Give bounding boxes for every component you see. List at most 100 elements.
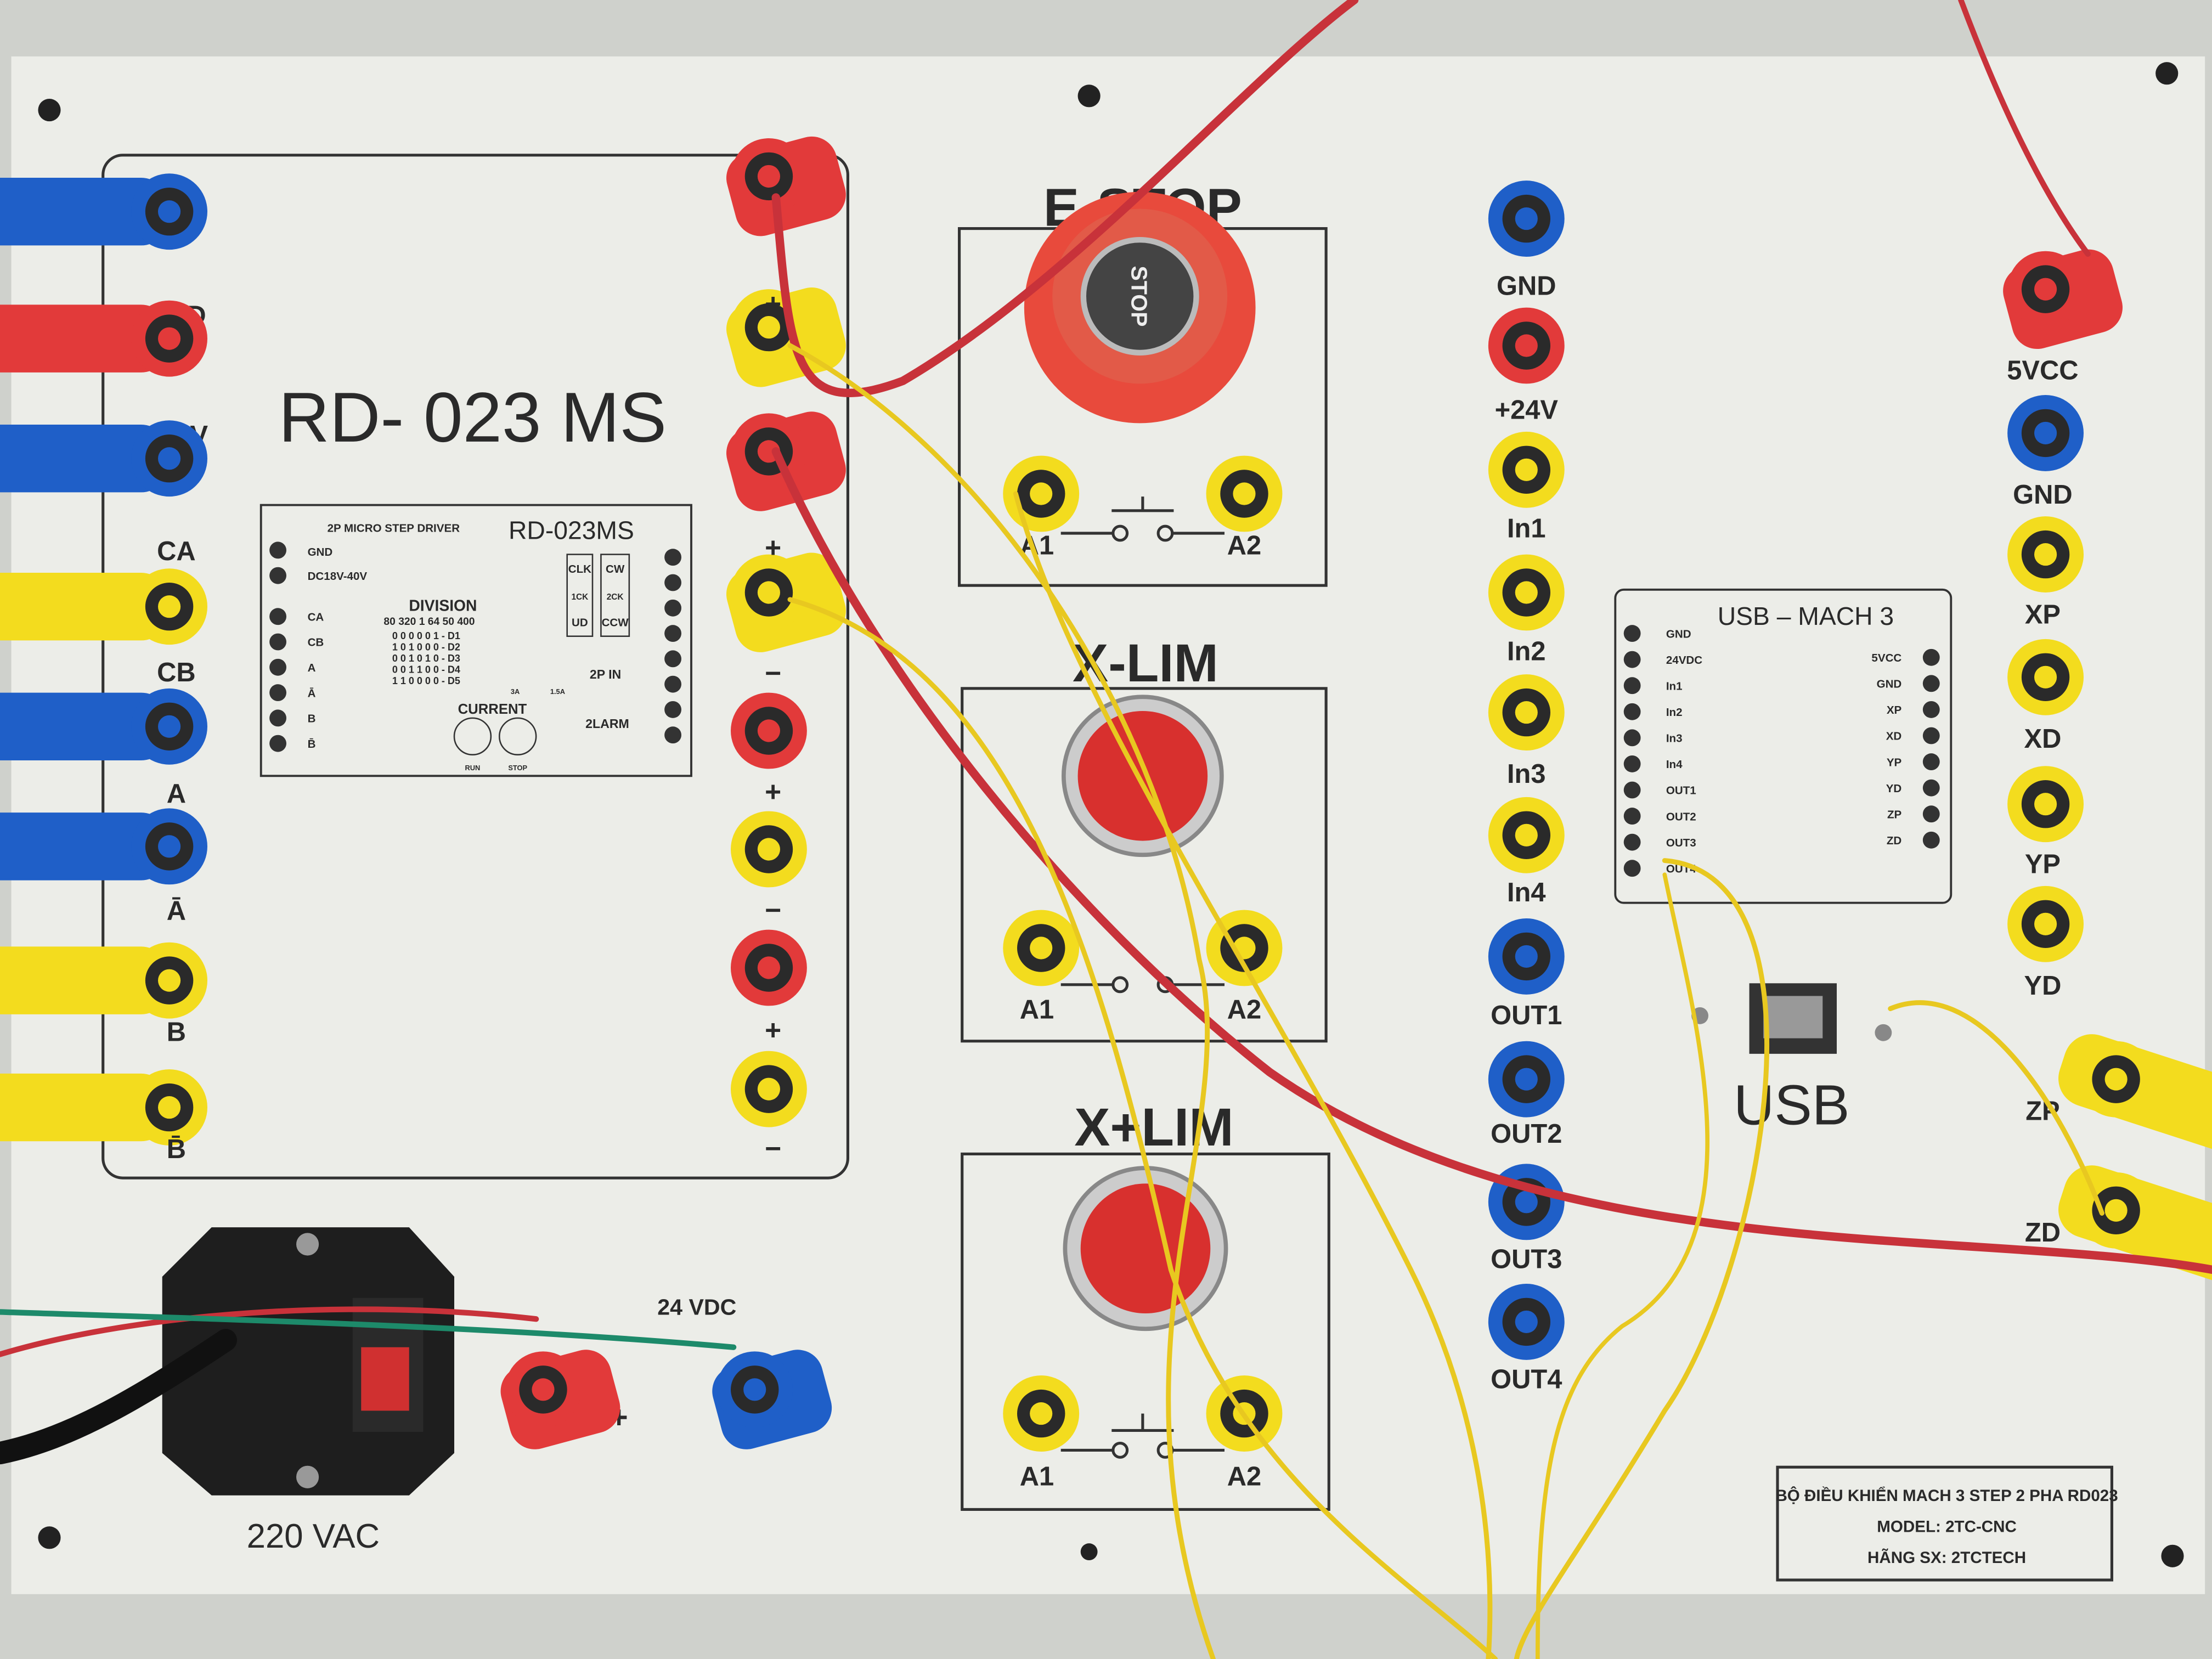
- svg-text:2P MICRO STEP DRIVER: 2P MICRO STEP DRIVER: [328, 522, 460, 534]
- axis-jack[interactable]: [1997, 244, 2129, 354]
- m-jack[interactable]: [707, 1344, 838, 1455]
- screw-terminal: [1623, 651, 1641, 668]
- screw-terminal: [1922, 805, 1940, 823]
- yellow-wire: [787, 597, 1498, 1659]
- io-jack[interactable]: [1488, 918, 1565, 995]
- terminal-label: 5VCC: [1871, 652, 1901, 664]
- screw-terminal: [1623, 677, 1641, 695]
- screw-terminal: [1623, 833, 1641, 851]
- power-switch[interactable]: [361, 1347, 409, 1411]
- driver-terminal-jack[interactable]: [0, 173, 207, 250]
- screw-terminal: [664, 701, 681, 718]
- axis-jack[interactable]: [2007, 516, 2084, 592]
- polarity-label: −: [765, 657, 781, 689]
- terminal-label: A: [308, 662, 316, 674]
- jack-label: In3: [1507, 759, 1546, 789]
- driver-terminal-jack[interactable]: [0, 808, 207, 885]
- screw-terminal: [664, 549, 681, 566]
- polarity-label: −: [765, 1132, 781, 1164]
- yellow-wire: [1888, 1000, 2104, 1216]
- svg-text:CURRENT: CURRENT: [458, 702, 527, 717]
- red-wire: [1958, 0, 2091, 257]
- screw-terminal: [1922, 675, 1940, 692]
- usb-mach3-board: USB – MACH 3 GND24VDCIn1In2In3In4OUT1OUT…: [1614, 588, 1953, 904]
- svg-text:1.5A: 1.5A: [550, 687, 565, 696]
- svg-text:UD: UD: [572, 617, 588, 629]
- svg-text:USB – MACH 3: USB – MACH 3: [1718, 602, 1894, 630]
- driver-terminal-jack[interactable]: [0, 568, 207, 645]
- driver-terminal-jack[interactable]: [0, 420, 207, 497]
- io-jack[interactable]: [1488, 307, 1565, 384]
- yellow-wire: [1536, 872, 1710, 1659]
- power-inlet[interactable]: [162, 1227, 454, 1496]
- screw-terminal: [664, 599, 681, 617]
- axis-jack[interactable]: [2051, 1027, 2212, 1158]
- svg-text:3A: 3A: [511, 687, 520, 696]
- axis-jack[interactable]: [2007, 395, 2084, 471]
- terminal-label: CB: [308, 636, 324, 649]
- polarity-label: +: [765, 1014, 781, 1046]
- jack-label: In2: [1507, 636, 1546, 666]
- terminal-label: B̄: [308, 738, 316, 751]
- mounting-holes: [38, 62, 2184, 1567]
- driver-terminal-jack[interactable]: [0, 300, 207, 377]
- screw-terminal: [1922, 779, 1940, 797]
- svg-text:CLK: CLK: [568, 563, 591, 575]
- svg-text:X-LIM: X-LIM: [1073, 633, 1218, 693]
- svg-text:DIVISION: DIVISION: [409, 596, 477, 614]
- usb-port[interactable]: [1691, 983, 1892, 1054]
- screw-terminal: [1623, 781, 1641, 799]
- driver-input-jack[interactable]: [731, 1051, 807, 1127]
- switch-a1-jack[interactable]: [1003, 1375, 1080, 1452]
- driver-input-jack[interactable]: [721, 547, 852, 658]
- driver-terminal-jack[interactable]: [0, 1069, 207, 1146]
- yellow-wire: [787, 343, 1216, 1659]
- axis-jack[interactable]: [2051, 1158, 2212, 1289]
- terminal-label: OUT1: [1666, 785, 1696, 797]
- svg-text:HÃNG SX: 2TCTECH: HÃNG SX: 2TCTECH: [1867, 1548, 2026, 1567]
- stop-label: STOP: [1126, 266, 1152, 326]
- jack-label: OUT3: [1491, 1245, 1562, 1274]
- screw-terminal: [664, 726, 681, 744]
- yellow-wire: [1013, 491, 1493, 1659]
- terminal-label: XP: [1887, 704, 1902, 716]
- screw-terminal: [269, 541, 286, 559]
- lplus-jack[interactable]: [495, 1344, 626, 1455]
- jack-label: 5VCC: [2007, 356, 2078, 386]
- io-jack[interactable]: [1488, 1284, 1565, 1360]
- terminal-label: YP: [1887, 756, 1902, 769]
- screw-terminal: [269, 709, 286, 727]
- io-jack[interactable]: [1488, 180, 1565, 257]
- io-jack[interactable]: [1488, 1041, 1565, 1118]
- axis-jack[interactable]: [2007, 885, 2084, 962]
- driver-input-jack[interactable]: [721, 406, 852, 517]
- terminal-label: GND: [1877, 678, 1902, 691]
- axis-jack[interactable]: [2007, 766, 2084, 843]
- io-jack[interactable]: [1488, 554, 1565, 631]
- svg-text:CW: CW: [606, 563, 625, 575]
- driver-input-jack[interactable]: [721, 131, 852, 241]
- switch-a2-jack[interactable]: [1206, 455, 1283, 532]
- screw-terminal: [1623, 703, 1641, 720]
- io-jack[interactable]: [1488, 431, 1565, 508]
- axis-jack[interactable]: [2007, 639, 2084, 715]
- driver-input-jack[interactable]: [731, 692, 807, 769]
- a2-label: A2: [1227, 531, 1261, 561]
- io-jack[interactable]: [1488, 797, 1565, 873]
- terminal-label: ZP: [1887, 808, 1902, 821]
- svg-text:2CK: 2CK: [607, 592, 624, 602]
- terminal-label: In1: [1666, 680, 1683, 692]
- screw-terminal: [1922, 727, 1940, 744]
- polarity-label: +: [765, 287, 781, 319]
- svg-text:RUN: RUN: [465, 764, 481, 772]
- driver-input-jack[interactable]: [731, 811, 807, 888]
- io-jack[interactable]: [1488, 674, 1565, 751]
- driver-terminal-jack[interactable]: [0, 688, 207, 765]
- terminal-label: XD: [1886, 730, 1902, 743]
- driver-terminal-jack[interactable]: [0, 942, 207, 1019]
- terminal-label: In3: [1666, 732, 1683, 745]
- driver-input-jack[interactable]: [731, 929, 807, 1006]
- svg-text:RD-023MS: RD-023MS: [509, 516, 634, 544]
- switch-a1-jack[interactable]: [1003, 910, 1080, 986]
